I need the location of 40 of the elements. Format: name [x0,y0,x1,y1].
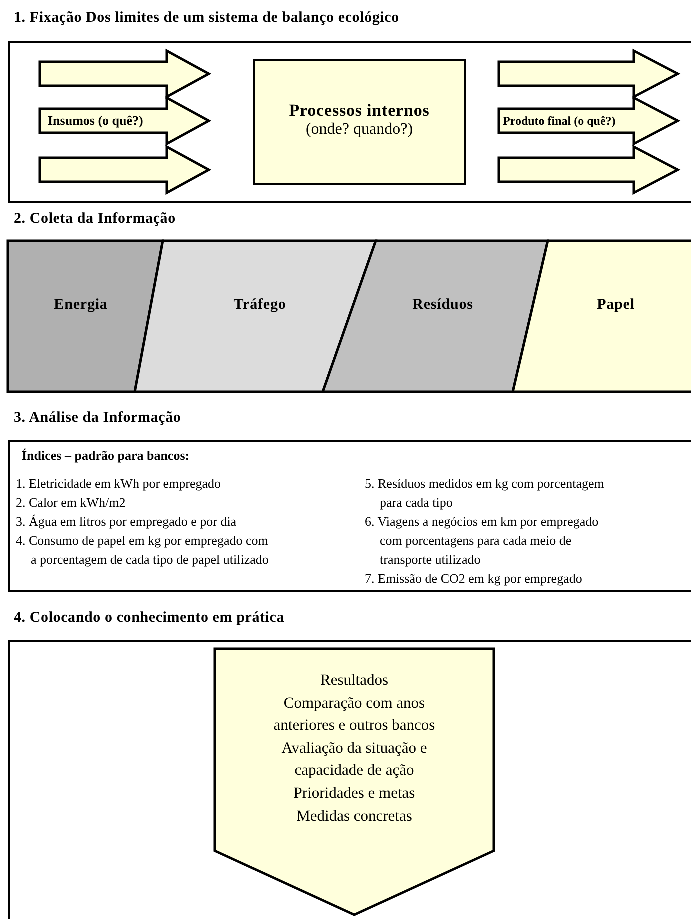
list-item: 7. Emissão de CO2 em kg por empregado [365,570,584,588]
section-heading: 3. Análise da Informação [14,410,182,427]
parallelogram [135,241,376,392]
process-box [253,59,466,185]
list-heading: Índices – padrão para bancos: [22,448,190,464]
category-label: Tráfego [234,297,286,314]
pointer-shape [499,98,679,144]
list-item: 1. Eletricidade em kWh por empregado [16,475,222,493]
arrow-label: Produto final (o quê?) [503,113,616,130]
box-title: Processos internos [289,101,430,121]
pointer-shape [40,147,210,193]
arrow-text: Prioridades e metas [292,784,416,804]
arrow-text: Avaliação da situação e capacidade de ação [280,738,428,782]
parallelogram [8,241,163,392]
list-item: 6. Viagens a negócios em km por empregado com porcentagens para cada meio de transporte utilizado [365,513,600,569]
section-panel [8,10,691,203]
list-item: 3. Água em litros por empregado e por dia [16,513,238,531]
box-subtitle: (onde? quando?) [306,121,414,139]
category-label: Energia [54,297,108,314]
pointer-shape [499,147,679,193]
section-heading: 4. Colocando o conhecimento em prática [14,610,285,627]
pointer-shape [40,98,210,144]
section-panel [8,211,691,392]
pentagon-arrow [215,649,494,915]
arrow-text: Medidas concretas [296,806,414,827]
list-item: 5. Resíduos medidos em kg com porcentagem para cada tipo [365,475,605,512]
category-label: Resíduos [412,297,474,314]
arrow-text: Comparação com anos anteriores e outros bancos [272,694,436,736]
pointer-shape [499,51,679,97]
arrow-text: Resultados [319,671,390,691]
section-heading: 1. Fixação Dos limites de um sistema de balanço ecológico [14,10,400,27]
section-panel [8,410,691,592]
section-heading: 2. Coleta da Informação [14,211,176,228]
arrow-label: Insumos (o quê?) [48,112,144,130]
category-label: Papel [597,297,635,314]
list-item: 4. Consumo de papel em kg por empregado com a porcentagem de cada tipo de papel utilizado [16,532,270,569]
pointer-shape [40,51,210,97]
list-item: 2. Calor em kWh/m2 [16,494,127,512]
parallelogram [323,241,548,392]
parallelogram [513,241,691,392]
